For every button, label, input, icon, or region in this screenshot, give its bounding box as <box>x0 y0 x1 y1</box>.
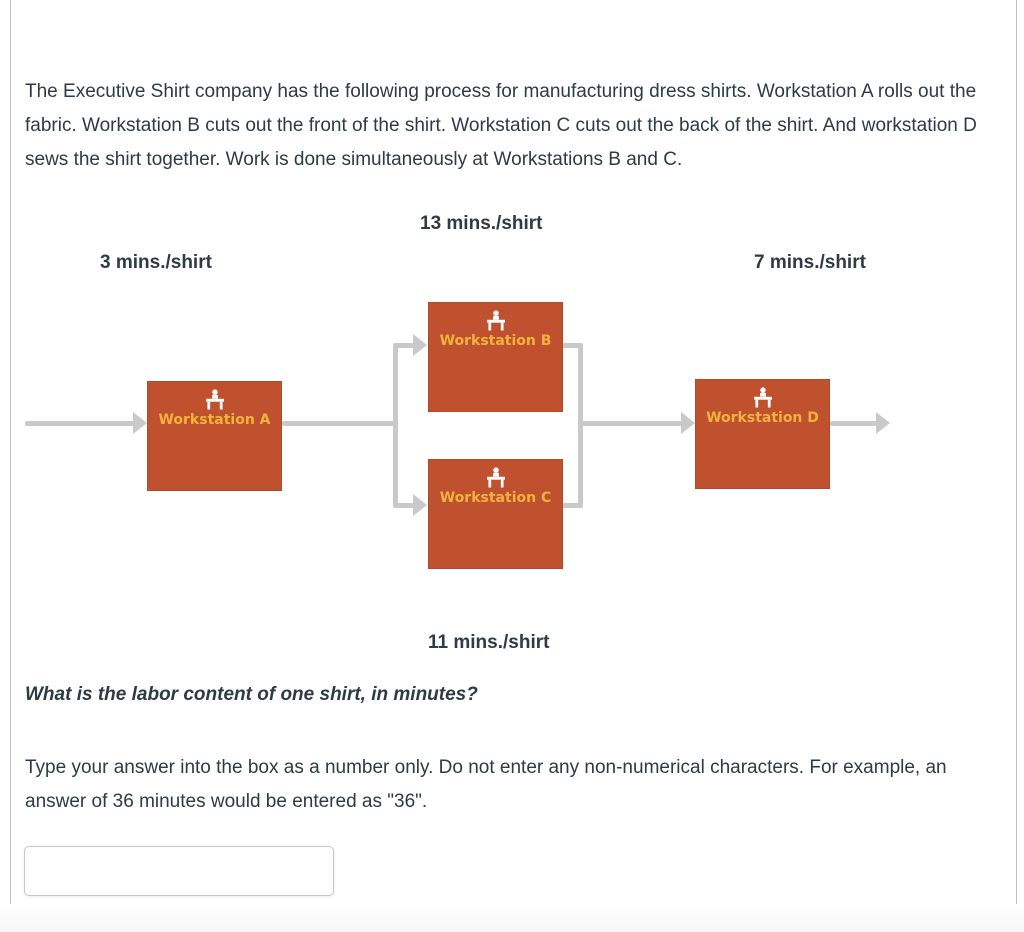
workstation-d-label: Workstation D <box>706 410 819 426</box>
flow-line-b-to-merge <box>562 343 583 348</box>
flow-line-outlet <box>830 421 877 426</box>
answer-instructions: Type your answer into the box as a numbe… <box>25 757 947 812</box>
worker-at-desk-icon <box>486 467 505 488</box>
footer-strip <box>0 904 1024 932</box>
workstation-c-label: Workstation C <box>439 490 552 506</box>
answer-input[interactable] <box>24 846 334 896</box>
content-panel-right-border <box>1016 0 1017 932</box>
rate-label-workstation-a: 3 mins./shirt <box>100 252 212 273</box>
rate-label-workstation-d: 7 mins./shirt <box>754 252 866 273</box>
flow-line-c-to-merge <box>562 503 583 508</box>
flow-line-split-vertical <box>393 343 398 508</box>
worker-at-desk-icon <box>205 389 224 410</box>
flow-line-split-to-b <box>393 343 414 348</box>
arrowhead-outlet-icon <box>876 412 890 434</box>
workstation-b-box: Workstation B <box>428 302 563 412</box>
workstation-a-label: Workstation A <box>158 412 271 428</box>
content-panel-left-border <box>10 0 11 932</box>
flow-line-split-to-c <box>393 503 414 508</box>
workstation-b-label: Workstation B <box>439 333 552 349</box>
arrowhead-into-c-icon <box>413 494 427 516</box>
flow-line-merge-to-d <box>578 421 682 426</box>
question-intro-text: The Executive Shirt company has the foll… <box>25 81 977 170</box>
workstation-c-box: Workstation C <box>428 459 563 569</box>
arrowhead-into-b-icon <box>413 334 427 356</box>
question-prompt: What is the labor content of one shirt, … <box>25 684 478 705</box>
arrowhead-into-d-icon <box>681 412 695 434</box>
rate-label-workstation-b: 13 mins./shirt <box>420 213 543 234</box>
worker-at-desk-icon <box>486 310 505 331</box>
rate-label-workstation-c: 11 mins./shirt <box>428 632 550 653</box>
workstation-a-box: Workstation A <box>147 381 282 491</box>
arrowhead-into-a-icon <box>133 412 147 434</box>
flow-line-inlet <box>25 421 135 426</box>
worker-at-desk-icon <box>753 387 772 408</box>
flow-line-a-to-split <box>282 421 396 426</box>
workstation-d-box: Workstation D <box>695 379 830 489</box>
